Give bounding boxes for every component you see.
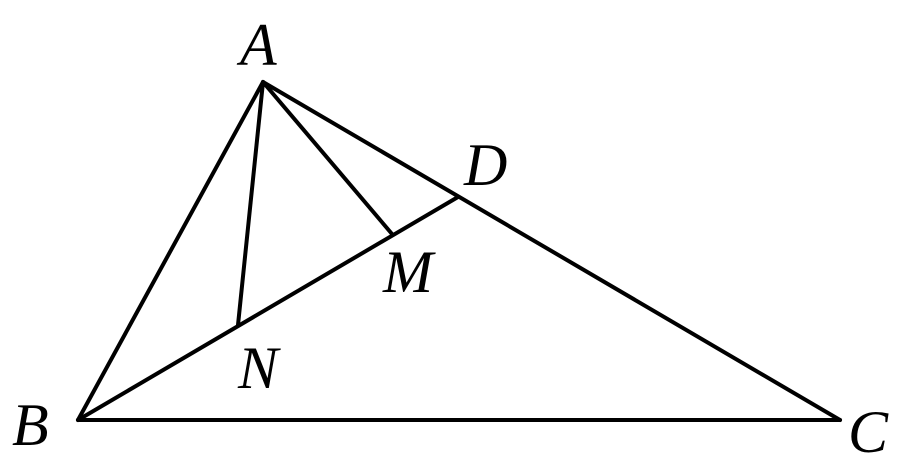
segment-an [236, 80, 265, 327]
label-b: B [12, 392, 49, 458]
label-m: M [382, 239, 436, 305]
segment-ac [261, 80, 842, 422]
segment-am [261, 80, 394, 236]
segment-bd [76, 195, 460, 422]
label-d: D [463, 132, 507, 198]
segment-ab [76, 80, 265, 422]
label-n: N [237, 335, 281, 401]
label-a: A [236, 12, 277, 78]
label-c: C [848, 399, 889, 465]
